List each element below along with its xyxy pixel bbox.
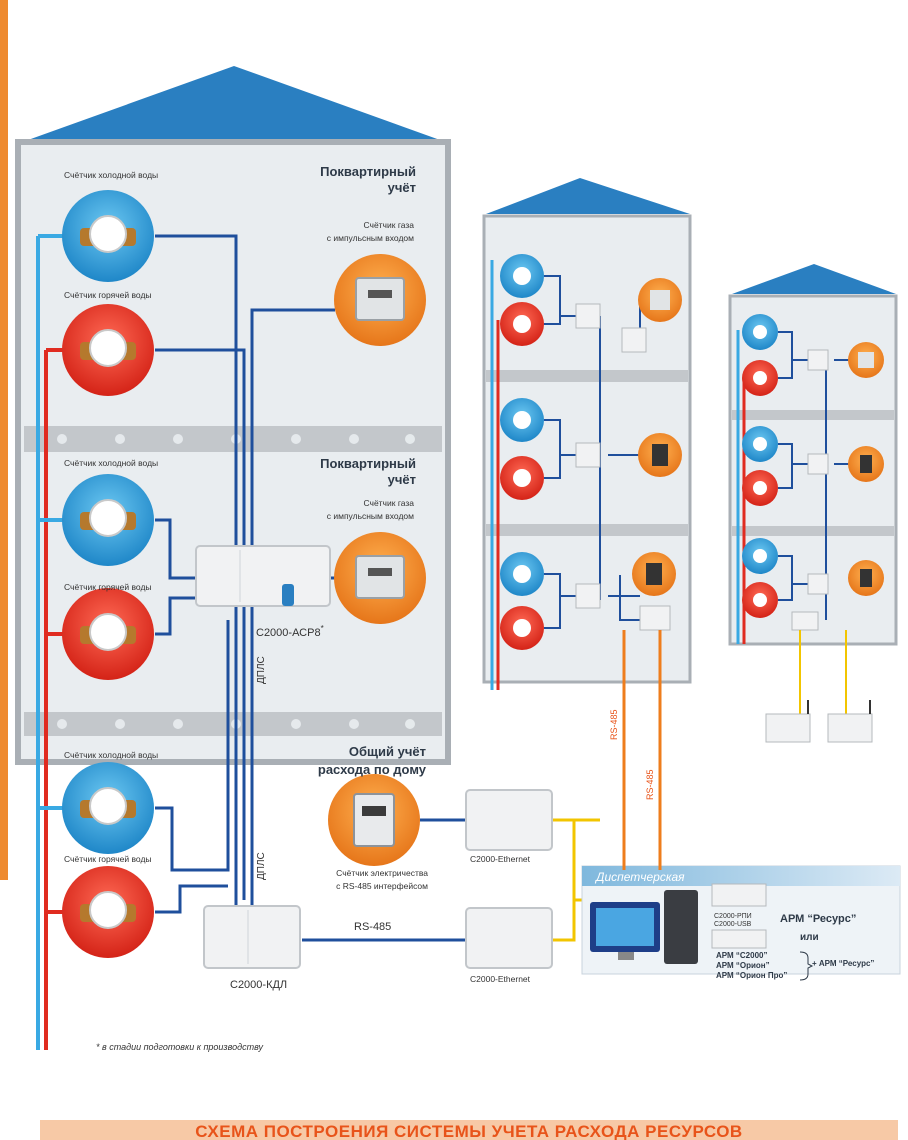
ethernet-module-bottom (465, 907, 553, 969)
left-accent-strip (0, 0, 8, 880)
footer-band (40, 1120, 898, 1140)
slab-holes (57, 434, 415, 729)
cold-water-meter-1 (62, 190, 154, 282)
dispatch-device-1: С2000-РПИ (714, 913, 752, 920)
arm-orion: АРМ “Орион” (716, 961, 770, 970)
cold-water-meter-2 (62, 474, 154, 566)
hot-meter-label-3: Счётчик горячей воды (64, 854, 152, 864)
building-c (728, 264, 898, 743)
cold-meter-label-1: Счётчик холодной воды (64, 170, 158, 180)
dpls-label-1: ДПЛС (256, 656, 267, 684)
hot-water-meter-1 (62, 304, 154, 396)
floor2-header-b: учёт (388, 472, 416, 487)
dispatch-room (581, 865, 901, 975)
electric-meter-label-b: с RS-485 интерфейсом (336, 881, 428, 891)
building-b: RS-485 RS-485 (482, 178, 692, 860)
arm-c2000: АРМ “С2000” (716, 951, 767, 960)
ethernet-module-top (465, 789, 553, 851)
gas-meter-1 (334, 254, 426, 346)
signal-wires (155, 234, 470, 942)
gas-meter-label-2b: с импульсным входом (327, 511, 414, 521)
dispatch-title: Диспетчерская (594, 870, 685, 884)
building-b-meters (500, 254, 682, 650)
hot-water-meter-2 (62, 588, 154, 680)
radio-module-1 (765, 713, 811, 743)
rs485-label-b1: RS-485 (609, 709, 619, 740)
c2000-acr8-device (195, 545, 331, 607)
arm-orion-pro: АРМ “Орион Про” (716, 971, 787, 980)
electric-meter-label-a: Счётчик электричества (336, 868, 428, 878)
hot-meter-label-1: Счётчик горячей воды (64, 290, 152, 300)
pc-tower-icon (664, 890, 698, 964)
gas-meter-label-2a: Счётчик газа (363, 498, 414, 508)
kdl-label: С2000-КДЛ (230, 979, 287, 991)
plus-arm-resource: + АРМ “Ресурс” (812, 959, 874, 968)
acr8-label: С2000-АСР8* (256, 624, 324, 639)
dispatch-device-2: С2000-USB (714, 921, 752, 928)
rs485-label-b2: RS-485 (645, 769, 655, 800)
footer-title: СХЕМА ПОСТРОЕНИЯ СИСТЕМЫ УЧЕТА РАСХОДА Р… (195, 1122, 743, 1140)
gas-meter-label-1a: Счётчик газа (363, 220, 414, 230)
c2000-kdl-device (203, 905, 301, 969)
arm-or: или (800, 932, 819, 943)
arm-resource: АРМ “Ресурс” (780, 913, 856, 925)
hot-water-meter-3 (62, 866, 154, 958)
brace-icon (799, 951, 814, 981)
gas-meter-2 (334, 532, 426, 624)
dpls-label-2: ДПЛС (256, 852, 267, 880)
cold-meter-label-2: Счётчик холодной воды (64, 458, 158, 468)
floor3-header-a: Общий учёт (349, 744, 426, 759)
main-roof (28, 66, 440, 140)
cold-water-meter-3 (62, 762, 154, 854)
cold-meter-label-3: Счётчик холодной воды (64, 750, 158, 760)
main-building (15, 66, 470, 1050)
hot-meter-label-2: Счётчик горячей воды (64, 582, 152, 592)
floor1-header-b: учёт (388, 180, 416, 195)
footnote: * в стадии подготовки к производству (96, 1042, 263, 1052)
floor1-header-a: Поквартирный (320, 164, 416, 179)
floor2-header-a: Поквартирный (320, 456, 416, 471)
gas-meter-label-1b: с импульсным входом (327, 233, 414, 243)
ethernet-label-top: С2000-Ethernet (470, 854, 531, 864)
floor3-header-b: расхода по дому (318, 762, 427, 777)
electricity-meter (328, 774, 420, 866)
ethernet-label-bottom: С2000-Ethernet (470, 974, 531, 984)
radio-module-2 (827, 713, 873, 743)
rs485-label-main: RS-485 (354, 921, 391, 933)
